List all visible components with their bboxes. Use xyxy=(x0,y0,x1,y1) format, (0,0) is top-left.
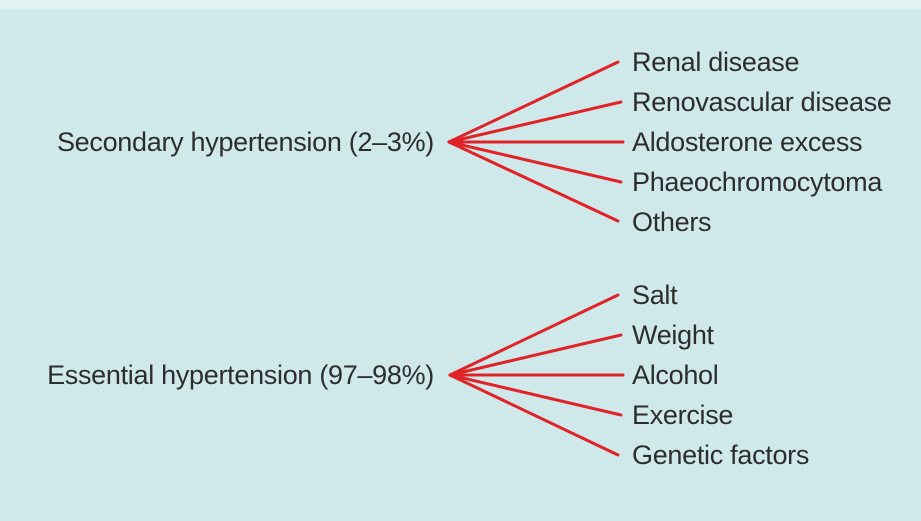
connector-line-essential-exercise xyxy=(448,373,623,417)
target-label-others: Others xyxy=(632,207,712,237)
connector-line-essential-genetic xyxy=(448,373,620,457)
connector-line-secondary-renal xyxy=(447,60,620,144)
target-label-alcohol: Alcohol xyxy=(632,360,719,390)
connector-line-essential-weight xyxy=(448,333,623,377)
target-label-renovascular-disease: Renovascular disease xyxy=(632,87,892,117)
top-strip xyxy=(0,0,921,9)
target-label-renal-disease: Renal disease xyxy=(632,47,800,77)
source-label-essential-hypertension: Essential hypertension (97–98%) xyxy=(47,360,434,390)
source-label-secondary-hypertension: Secondary hypertension (2–3%) xyxy=(56,127,434,157)
connector-line-essential-salt xyxy=(448,293,620,377)
connector-line-secondary-phaeochromocytoma xyxy=(447,140,623,184)
target-label-phaeochromocytoma: Phaeochromocytoma xyxy=(632,167,883,197)
connector-line-secondary-others xyxy=(447,140,620,223)
target-label-exercise: Exercise xyxy=(632,400,734,430)
target-label-genetic-factors: Genetic factors xyxy=(632,440,810,470)
target-label-aldosterone-excess: Aldosterone excess xyxy=(632,127,863,157)
target-label-weight: Weight xyxy=(632,320,714,350)
target-label-salt: Salt xyxy=(632,280,678,310)
connector-line-secondary-renovascular xyxy=(447,100,623,144)
